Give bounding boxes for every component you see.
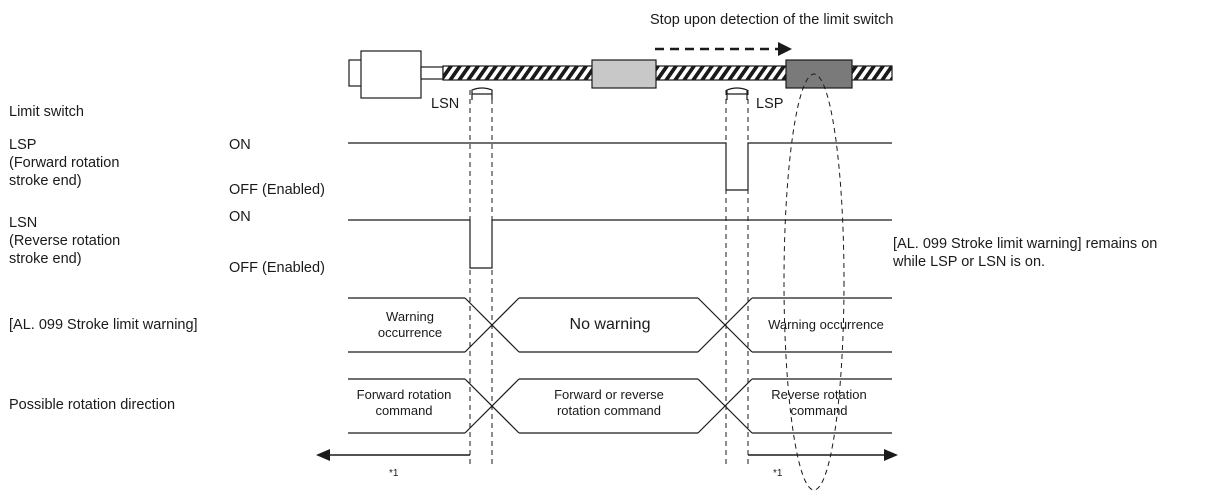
lsp-off-label: OFF (Enabled) bbox=[229, 182, 325, 198]
stage-light bbox=[591, 59, 657, 89]
warning-state-left-line-2: occurrence bbox=[377, 325, 443, 340]
lsn-switch-icon bbox=[471, 87, 493, 100]
row-label-lsn-desc-2: stroke end) bbox=[9, 251, 82, 267]
footnote-mark-right: *1 bbox=[773, 468, 783, 479]
reverse-range-arrowhead bbox=[884, 449, 898, 461]
motor-body bbox=[360, 50, 422, 99]
lsp-waveform bbox=[348, 142, 892, 191]
direction-state-middle-line-1: Forward or reverse bbox=[554, 387, 664, 402]
lsp-switch-icon bbox=[726, 87, 748, 100]
side-note-line-1: [AL. 099 Stroke limit warning] remains o… bbox=[893, 236, 1158, 252]
forward-range-arrowhead bbox=[316, 449, 330, 461]
stage-dark bbox=[785, 59, 853, 89]
warning-state-right: Warning occurrence bbox=[768, 317, 884, 332]
lsn-off-label: OFF (Enabled) bbox=[229, 260, 325, 276]
header-note: Stop upon detection of the limit switch bbox=[650, 12, 894, 28]
warning-state-left-line-1: Warning bbox=[386, 309, 434, 324]
lsp-on-label: ON bbox=[229, 137, 251, 153]
lsn-on-label: ON bbox=[229, 209, 251, 225]
direction-state-middle-line-2: rotation command bbox=[556, 403, 662, 418]
stop-direction-arrowhead bbox=[778, 42, 792, 56]
direction-state-left-line-1: Forward rotation bbox=[356, 387, 452, 402]
direction-state-right-line-1: Reverse rotation bbox=[771, 387, 867, 402]
direction-bus bbox=[348, 378, 892, 434]
row-label-lsn-desc-1: (Reverse rotation bbox=[9, 233, 121, 249]
row-label-lsn: LSN bbox=[9, 215, 38, 231]
warning-state-middle: No warning bbox=[569, 316, 651, 333]
lsp-switch-label: LSP bbox=[756, 96, 784, 112]
direction-state-right-line-2: command bbox=[790, 403, 848, 418]
lsn-waveform bbox=[348, 219, 892, 269]
row-label-lsp-desc-1: (Forward rotation bbox=[9, 155, 120, 171]
direction-state-middle: Forward or reverse rotation command bbox=[530, 387, 688, 419]
footnote-mark-left: *1 bbox=[389, 468, 399, 479]
row-label-lsp-desc-2: stroke end) bbox=[9, 173, 82, 189]
row-label-lsp: LSP bbox=[9, 137, 37, 153]
row-label-limit-switch: Limit switch bbox=[9, 104, 84, 120]
motor-coupling bbox=[420, 66, 444, 80]
row-label-warning: [AL. 099 Stroke limit warning] bbox=[9, 317, 198, 333]
direction-state-left: Forward rotation command bbox=[341, 387, 467, 419]
direction-state-right: Reverse rotation command bbox=[752, 387, 886, 419]
note-highlight-ellipse bbox=[783, 73, 845, 491]
direction-state-left-line-2: command bbox=[375, 403, 433, 418]
row-label-direction: Possible rotation direction bbox=[9, 397, 176, 413]
warning-state-left: Warning occurrence bbox=[370, 309, 450, 341]
lsn-switch-label: LSN bbox=[431, 96, 460, 112]
side-note-line-2: while LSP or LSN is on. bbox=[893, 254, 1046, 270]
warning-bus bbox=[348, 297, 892, 353]
